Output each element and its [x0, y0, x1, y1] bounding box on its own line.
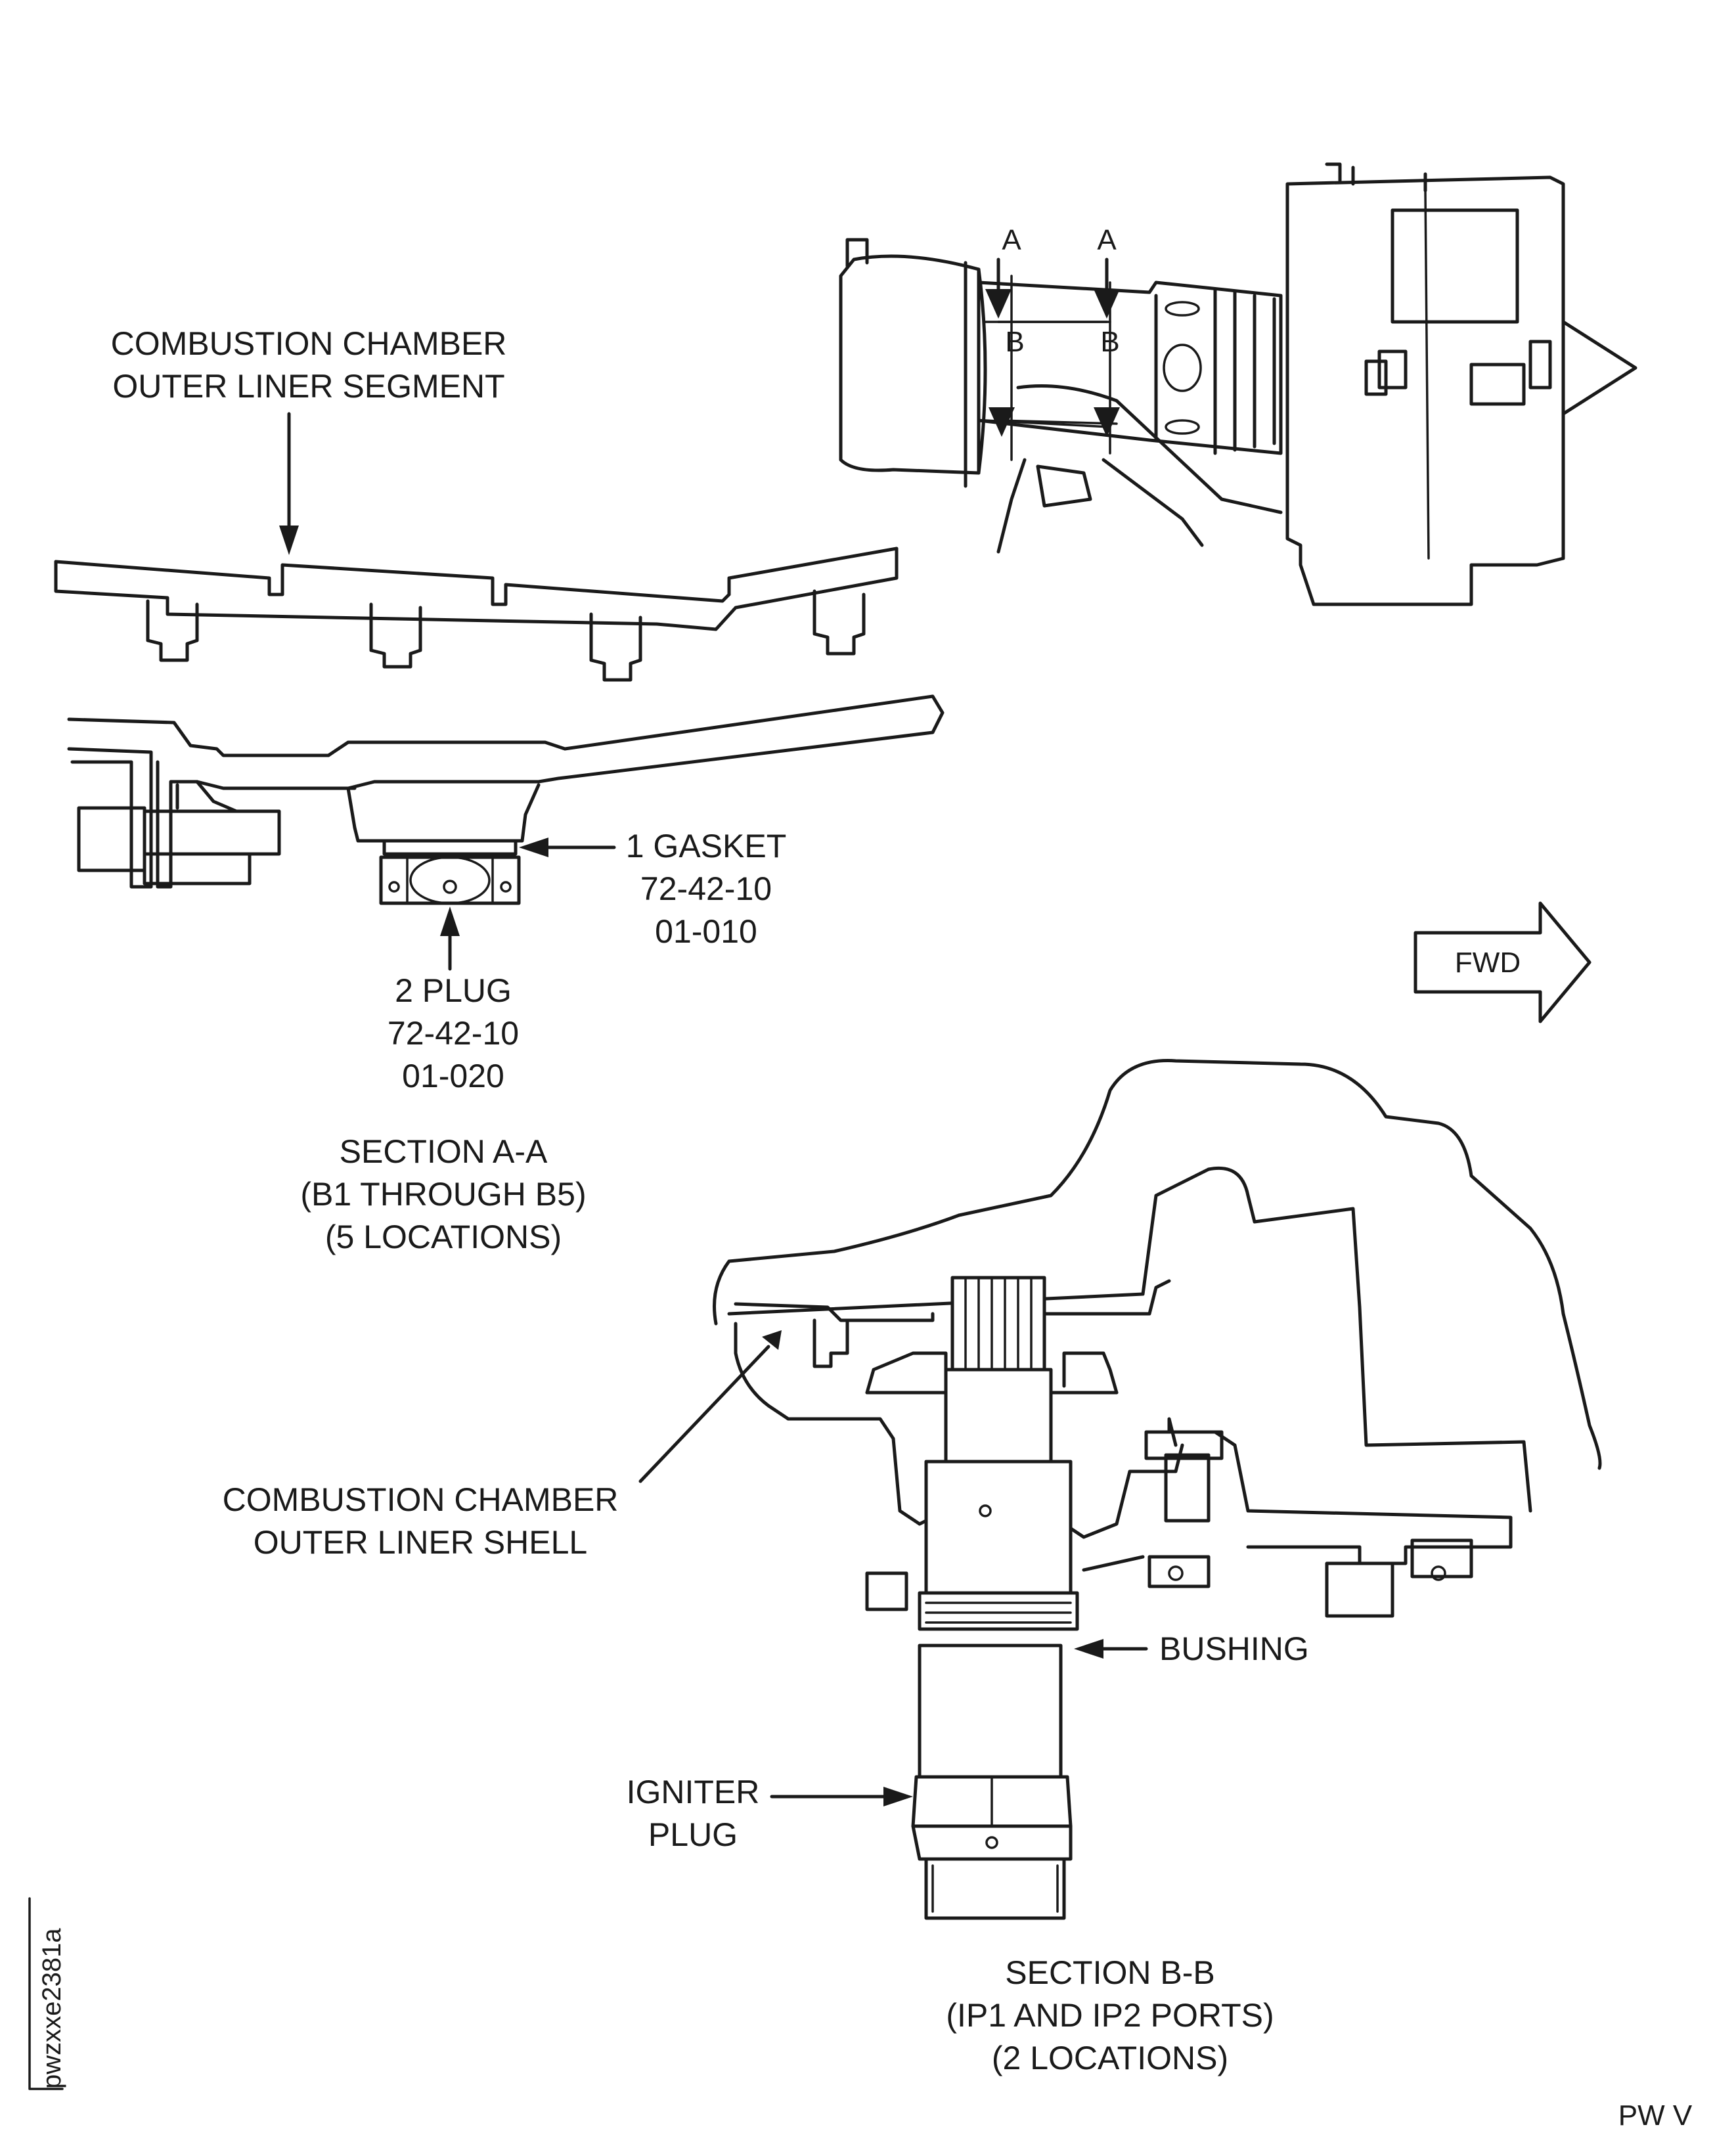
outer-liner-shell-label-1: COMBUSTION CHAMBER [223, 1481, 619, 1518]
bushing-label: BUSHING [1159, 1630, 1309, 1667]
fwd-arrow: FWD [1413, 901, 1591, 1023]
outer-liner-segment-label-1: COMBUSTION CHAMBER [111, 325, 507, 362]
section-aa-title: SECTION A-A [340, 1133, 548, 1170]
section-bb-count: (2 LOCATIONS) [992, 2040, 1228, 2076]
figure-id-text: pwzxxe2381a [37, 1928, 66, 2089]
outer-liner-segment-drawing: COMBUSTION CHAMBER OUTER LINER SEGMENT [54, 325, 899, 682]
gasket-label-2: 72-42-10 [640, 870, 772, 907]
figure-id: pwzxxe2381a [28, 1897, 66, 2090]
fwd-label: FWD [1455, 947, 1521, 979]
section-aa-count: (5 LOCATIONS) [325, 1219, 562, 1255]
gasket-label-3: 01-010 [655, 913, 757, 950]
section-marker-a-left: A [1002, 224, 1021, 256]
section-bb-ports: (IP1 AND IP2 PORTS) [946, 1997, 1274, 2034]
section-bb-drawing: COMBUSTION CHAMBER OUTER LINER SHELL BUS… [223, 1059, 1602, 2076]
footer-code: PW V [1618, 2099, 1693, 2132]
section-marker-b-right: B [1100, 326, 1119, 358]
section-bb-title: SECTION B-B [1005, 1954, 1214, 1991]
section-marker-a-right: A [1097, 224, 1117, 256]
plug-label-2: 72-42-10 [388, 1015, 519, 1052]
engine-overview: A A B B [839, 162, 1637, 606]
section-aa-range: (B1 THROUGH B5) [300, 1176, 586, 1213]
section-aa-drawing: 1 GASKET 72-42-10 01-010 2 PLUG 72-42-10… [67, 694, 945, 1255]
section-marker-b-left: B [1005, 326, 1024, 358]
igniter-plug-label-1: IGNITER [627, 1774, 760, 1810]
plug-label-1: 2 PLUG [395, 972, 512, 1009]
outer-liner-segment-label-2: OUTER LINER SEGMENT [112, 368, 504, 405]
outer-liner-shell-label-2: OUTER LINER SHELL [254, 1524, 587, 1561]
plug-label-3: 01-020 [402, 1058, 504, 1094]
igniter-plug-label-2: PLUG [648, 1816, 738, 1853]
gasket-label-1: 1 GASKET [626, 828, 787, 864]
